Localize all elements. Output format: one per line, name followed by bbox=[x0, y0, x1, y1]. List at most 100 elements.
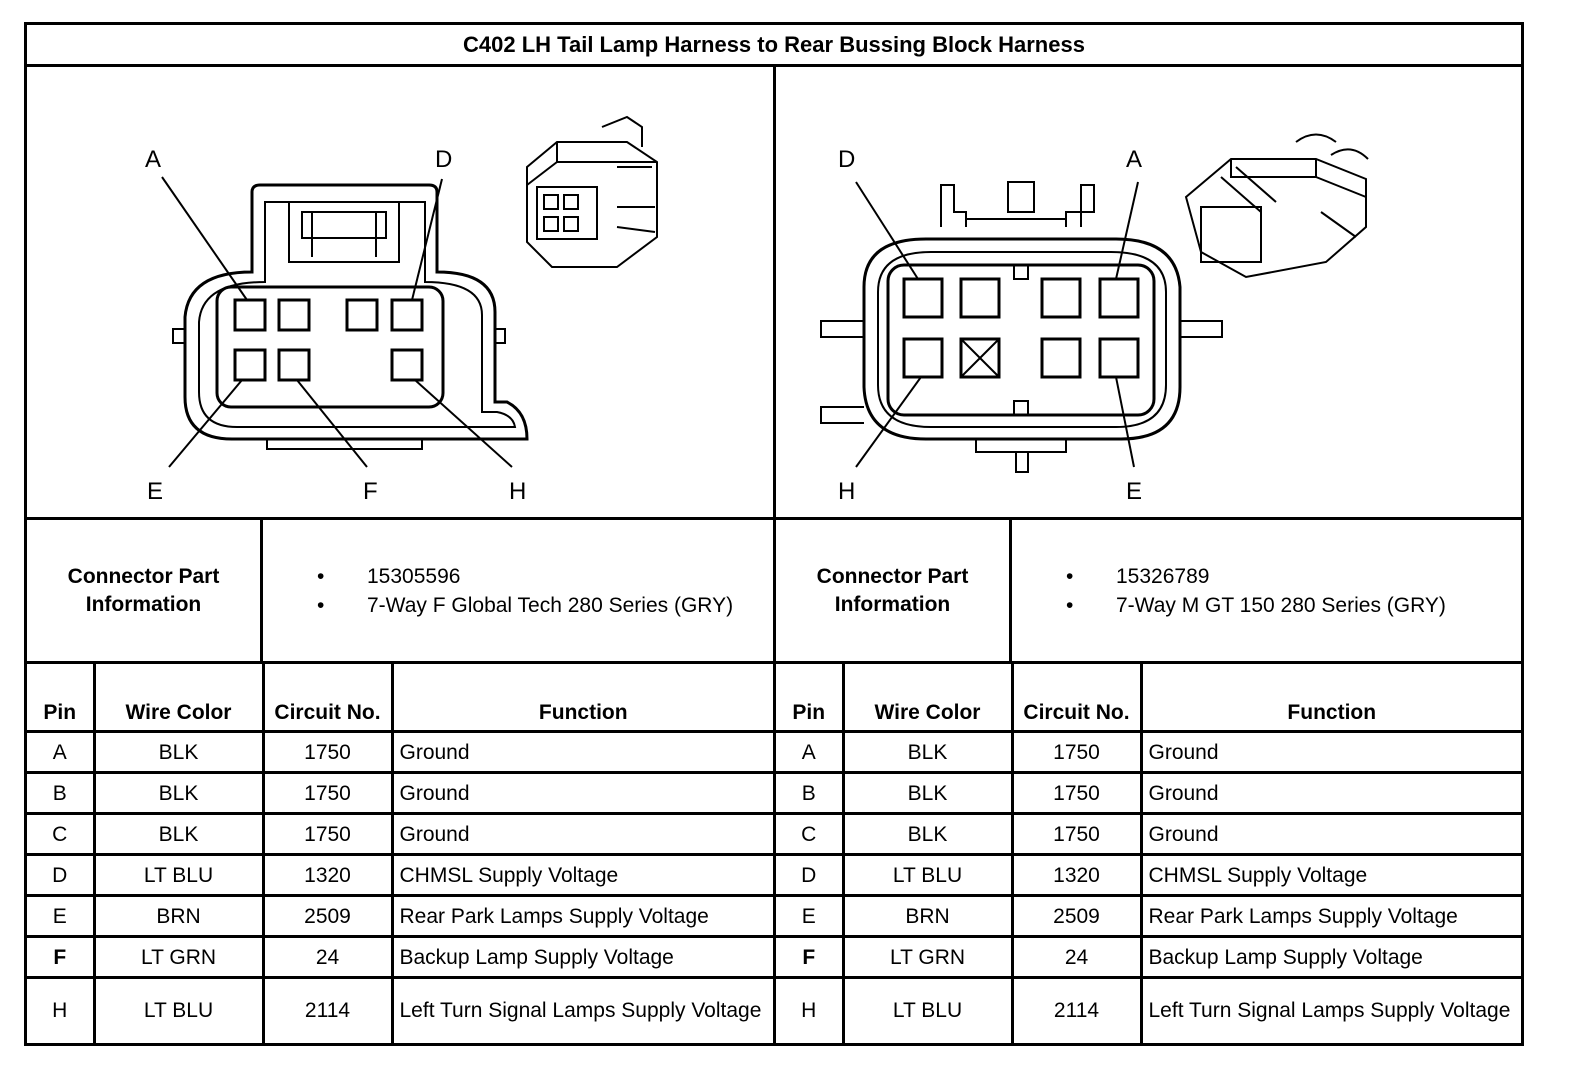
circuit-cell: 1320 bbox=[1010, 853, 1143, 897]
circuit-cell: 2509 bbox=[261, 894, 394, 938]
right-part-description: 7-Way M GT 150 280 Series (GRY) bbox=[1066, 591, 1446, 620]
left-part-number: 15305596 bbox=[317, 562, 733, 591]
left-info-label: Connector Part Information bbox=[27, 520, 263, 661]
circuit-cell: 1320 bbox=[261, 853, 394, 897]
circuit-cell: 24 bbox=[1010, 935, 1143, 979]
function-cell: Rear Park Lamps Supply Voltage bbox=[390, 894, 776, 938]
header-function: Function bbox=[1139, 661, 1521, 733]
circuit-cell: 24 bbox=[261, 935, 394, 979]
pin-cell: B bbox=[776, 771, 845, 815]
header-circuit: Circuit No. bbox=[261, 661, 394, 733]
header-function: Function bbox=[390, 661, 776, 733]
wire-color-cell: LT GRN bbox=[841, 935, 1014, 979]
wire-color-cell: LT BLU bbox=[92, 976, 265, 1043]
circuit-cell: 1750 bbox=[1010, 730, 1143, 774]
pin-cell: F bbox=[776, 935, 845, 979]
circuit-cell: 2509 bbox=[1010, 894, 1143, 938]
table-header-row: Pin Wire Color Circuit No. Function bbox=[27, 661, 776, 733]
function-cell: Ground bbox=[1139, 730, 1521, 774]
function-cell: Left Turn Signal Lamps Supply Voltage bbox=[1139, 976, 1521, 1043]
function-cell: Rear Park Lamps Supply Voltage bbox=[1139, 894, 1521, 938]
wire-color-cell: BLK bbox=[841, 812, 1014, 856]
wire-color-cell: BLK bbox=[92, 771, 265, 815]
wire-color-cell: LT BLU bbox=[841, 853, 1014, 897]
left-pin-label-f: F bbox=[363, 478, 378, 505]
circuit-cell: 1750 bbox=[261, 812, 394, 856]
function-cell: Left Turn Signal Lamps Supply Voltage bbox=[390, 976, 776, 1043]
right-pin-label-e: E bbox=[1126, 478, 1142, 505]
header-wire-color: Wire Color bbox=[92, 661, 265, 733]
pin-cell: A bbox=[27, 730, 96, 774]
sheet-title: C402 LH Tail Lamp Harness to Rear Bussin… bbox=[27, 25, 1521, 67]
circuit-cell: 1750 bbox=[261, 771, 394, 815]
left-pin-label-h: H bbox=[509, 478, 526, 505]
connector-sheet: C402 LH Tail Lamp Harness to Rear Bussin… bbox=[24, 22, 1524, 1046]
pin-cell: D bbox=[27, 853, 96, 897]
left-connector-diagram: A D E F H bbox=[27, 67, 776, 517]
wire-color-cell: LT BLU bbox=[92, 853, 265, 897]
table-header-row: Pin Wire Color Circuit No. Function bbox=[776, 661, 1521, 733]
header-pin: Pin bbox=[27, 661, 96, 733]
right-pin-label-a: A bbox=[1126, 146, 1142, 173]
circuit-cell: 1750 bbox=[1010, 771, 1143, 815]
pin-cell: H bbox=[776, 976, 845, 1043]
pin-cell: C bbox=[776, 812, 845, 856]
right-info-label: Connector Part Information bbox=[776, 520, 1012, 661]
wire-color-cell: BRN bbox=[92, 894, 265, 938]
pin-cell: E bbox=[27, 894, 96, 938]
left-pin-label-e: E bbox=[147, 478, 163, 505]
header-circuit: Circuit No. bbox=[1010, 661, 1143, 733]
right-connector-diagram: D A H E bbox=[776, 67, 1521, 517]
function-cell: Backup Lamp Supply Voltage bbox=[390, 935, 776, 979]
header-pin: Pin bbox=[776, 661, 845, 733]
right-connector-part-info: Connector Part Information 15326789 7-Wa… bbox=[776, 517, 1521, 661]
function-cell: Ground bbox=[1139, 812, 1521, 856]
male-connector-face-drawing: D A H E bbox=[820, 133, 1369, 505]
circuit-cell: 1750 bbox=[1010, 812, 1143, 856]
pin-cell: A bbox=[776, 730, 845, 774]
function-cell: Ground bbox=[390, 730, 776, 774]
wire-color-cell: LT BLU bbox=[841, 976, 1014, 1043]
pin-cell: D bbox=[776, 853, 845, 897]
right-pin-label-h: H bbox=[838, 478, 855, 505]
pin-cell: H bbox=[27, 976, 96, 1043]
right-pin-label-d: D bbox=[838, 146, 855, 173]
circuit-cell: 1750 bbox=[261, 730, 394, 774]
left-part-description: 7-Way F Global Tech 280 Series (GRY) bbox=[317, 591, 733, 620]
female-connector-face-drawing: A D E F H bbox=[145, 115, 658, 505]
function-cell: Ground bbox=[390, 771, 776, 815]
header-wire-color: Wire Color bbox=[841, 661, 1014, 733]
pin-cell: C bbox=[27, 812, 96, 856]
circuit-cell: 2114 bbox=[1010, 976, 1143, 1043]
function-cell: CHMSL Supply Voltage bbox=[1139, 853, 1521, 897]
right-part-number: 15326789 bbox=[1066, 562, 1446, 591]
pin-cell: E bbox=[776, 894, 845, 938]
wire-color-cell: BRN bbox=[841, 894, 1014, 938]
function-cell: Ground bbox=[390, 812, 776, 856]
wire-color-cell: BLK bbox=[841, 771, 1014, 815]
left-connector-part-info: Connector Part Information 15305596 7-Wa… bbox=[27, 517, 776, 661]
left-pin-label-d: D bbox=[435, 146, 452, 173]
function-cell: CHMSL Supply Voltage bbox=[390, 853, 776, 897]
wire-color-cell: BLK bbox=[92, 730, 265, 774]
wire-color-cell: BLK bbox=[92, 812, 265, 856]
left-pin-label-a: A bbox=[145, 146, 161, 173]
right-info-values: 15326789 7-Way M GT 150 280 Series (GRY) bbox=[1012, 520, 1521, 661]
function-cell: Backup Lamp Supply Voltage bbox=[1139, 935, 1521, 979]
wire-color-cell: BLK bbox=[841, 730, 1014, 774]
